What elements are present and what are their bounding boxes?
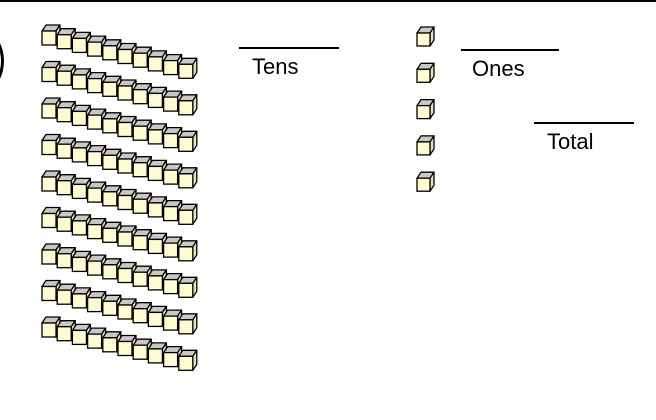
unit-cube	[147, 50, 168, 72]
unit-cube	[102, 258, 122, 280]
unit-cube	[71, 323, 92, 346]
unit-cube	[162, 309, 183, 331]
unit-cube	[86, 181, 107, 203]
unit-cube	[147, 305, 168, 328]
tens-rod	[41, 24, 198, 79]
unit-cube	[56, 64, 76, 86]
tens-rod	[41, 97, 198, 152]
top-border	[0, 0, 656, 2]
unit-cube	[178, 313, 198, 335]
unit-cube	[178, 203, 198, 225]
unit-cube	[102, 185, 122, 207]
unit-cube	[178, 240, 198, 262]
unit-cube	[117, 188, 137, 211]
unit-cube	[178, 349, 198, 371]
unit-cube	[56, 137, 76, 159]
total-label: Total	[547, 129, 594, 154]
tens-label: Tens	[252, 54, 299, 79]
unit-cube	[147, 196, 168, 218]
unit-cube	[178, 167, 198, 189]
tens-rod	[41, 60, 198, 116]
unit-cube	[178, 94, 198, 116]
total-answer-line[interactable]	[534, 122, 634, 124]
ones-cube	[416, 171, 435, 192]
unit-cube	[178, 276, 198, 298]
ones-cube	[416, 135, 435, 156]
tens-rod	[41, 206, 198, 262]
ones-cube	[416, 26, 435, 47]
tens-rod	[41, 279, 198, 335]
ones-label: Ones	[472, 56, 525, 81]
tens-answer-line[interactable]	[239, 47, 339, 49]
tens-rod	[41, 316, 198, 371]
unit-cube	[102, 75, 122, 97]
tens-rod	[41, 133, 198, 189]
ones-answer-line[interactable]	[461, 49, 559, 51]
unit-cube	[178, 57, 198, 79]
unit-cube	[162, 272, 183, 295]
tens-rod	[41, 170, 198, 225]
unit-cube	[178, 130, 198, 152]
unit-cube	[147, 123, 168, 145]
tens-rod	[41, 243, 198, 298]
unit-cube	[162, 90, 183, 112]
ones-cube	[416, 62, 435, 83]
unit-cube	[86, 290, 107, 313]
ones-cube	[416, 98, 435, 120]
unit-cube	[147, 269, 168, 291]
